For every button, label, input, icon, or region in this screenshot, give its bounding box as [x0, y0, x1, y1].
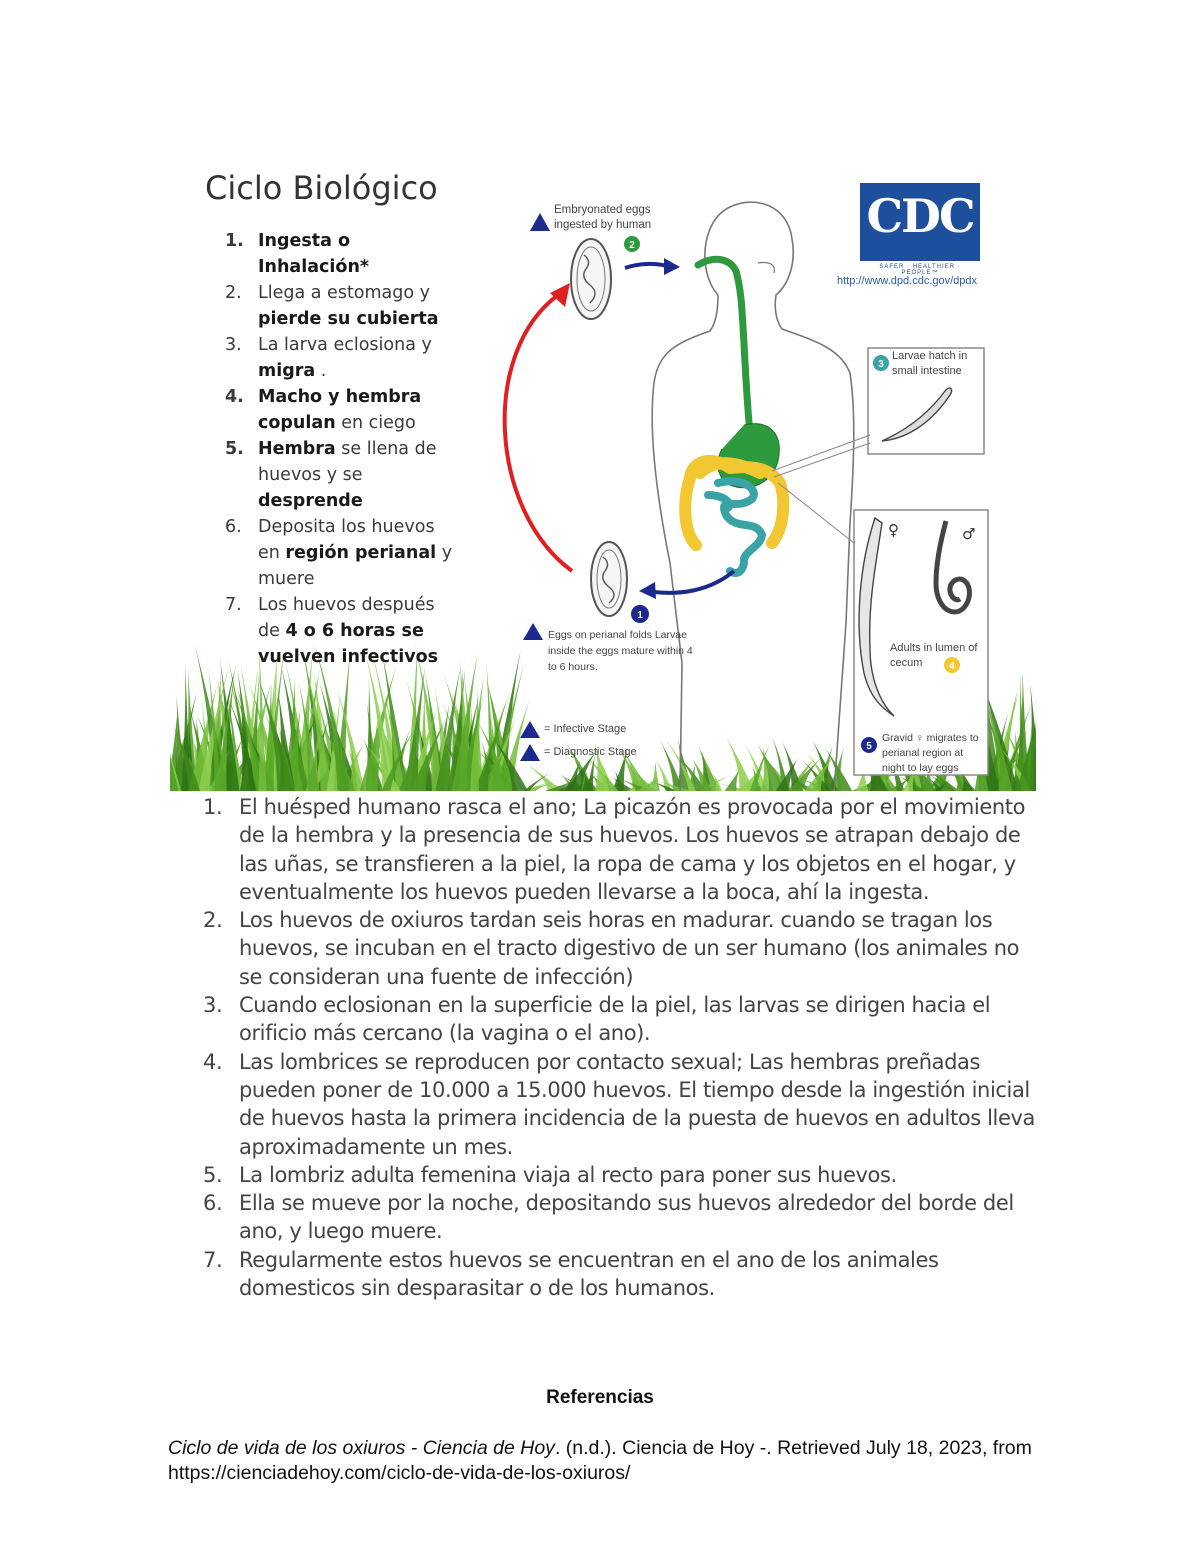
- note-text: Cuando eclosionan en la superficie de la…: [239, 993, 990, 1045]
- note-text: La lombriz adulta femenina viaja al rect…: [239, 1163, 897, 1187]
- cycle-arrow: [505, 295, 572, 571]
- note-number: 3.: [203, 991, 222, 1019]
- note-text: El huésped humano rasca el ano; La picaz…: [239, 795, 1025, 904]
- note-item: 5. La lombriz adulta femenina viaja al re…: [200, 1161, 1040, 1189]
- deposit-arrow: [654, 571, 734, 593]
- male-symbol: ♂: [962, 525, 975, 543]
- legend-infective-label: = Infective Stage: [544, 722, 684, 737]
- stage-5-marker: 5: [861, 737, 877, 753]
- reference-title: Ciclo de vida de los oxiuros - Ciencia d…: [168, 1437, 555, 1459]
- larvae-hatch-label: Larvae hatch in small intestine: [892, 349, 984, 379]
- svg-text:3: 3: [878, 359, 884, 370]
- female-symbol: ♀: [888, 521, 899, 539]
- eggs-perianal-label: Eggs on perianal folds Larvae inside the…: [548, 627, 698, 675]
- perianal-egg-icon: [591, 542, 627, 616]
- note-text: Las lombrices se reproducen por contacto…: [239, 1050, 1035, 1159]
- note-text: Ella se mueve por la noche, depositando …: [239, 1191, 1014, 1243]
- note-item: 4. Las lombrices se reproducen por contac…: [200, 1048, 1040, 1161]
- note-number: 5.: [203, 1161, 222, 1189]
- note-item: 2. Los huevos de oxiuros tardan seis hora…: [200, 906, 1040, 991]
- svg-text:2: 2: [629, 240, 635, 251]
- note-text: Los huevos de oxiuros tardan seis horas …: [239, 908, 1019, 989]
- note-number: 4.: [203, 1048, 222, 1076]
- life-cycle-figure: Ciclo Biológico 1.Ingesta o Inhalación*2…: [170, 143, 1036, 791]
- embryonated-egg-icon: [571, 239, 611, 319]
- svg-text:1: 1: [637, 610, 643, 621]
- note-number: 6.: [203, 1189, 222, 1217]
- cdc-url: http://www.dpd.cdc.gov/dpdx: [837, 275, 977, 287]
- cdc-logo: CDC SAFER · HEALTHIER · PEOPLE™: [860, 183, 980, 261]
- note-item: 6. Ella se mueve por la noche, depositand…: [200, 1189, 1040, 1246]
- adults-lumen-label: Adults in lumen of cecum: [890, 641, 980, 671]
- note-item: 3. Cuando eclosionan en la superficie de …: [200, 991, 1040, 1048]
- ingestion-arrow: [625, 264, 667, 268]
- note-item: 1. El huésped humano rasca el ano; La pic…: [200, 793, 1040, 906]
- diagnostic-triangle-icon: [523, 623, 543, 640]
- cycle-notes-list: 1. El huésped humano rasca el ano; La pic…: [200, 793, 1040, 1302]
- note-number: 7.: [203, 1246, 222, 1274]
- stage-2-marker: 2: [624, 236, 640, 252]
- esophagus: [698, 259, 750, 433]
- note-number: 2.: [203, 906, 222, 934]
- references-heading: Referencias: [0, 1387, 1200, 1409]
- stage-1-marker: 1: [631, 605, 649, 623]
- legend-infective-icon: [520, 721, 540, 738]
- legend-diagnostic-icon: [520, 744, 540, 761]
- svg-text:5: 5: [866, 741, 872, 752]
- stage-3-marker: 3: [873, 355, 889, 371]
- infective-triangle-icon: [530, 213, 550, 231]
- cdc-logo-text: CDC: [860, 189, 980, 243]
- reference-entry: Ciclo de vida de los oxiuros - Ciencia d…: [168, 1436, 1048, 1486]
- note-number: 1.: [203, 793, 222, 821]
- embryonated-eggs-label: Embryonated eggs ingested by human: [554, 203, 664, 233]
- note-text: Regularmente estos huevos se encuentran …: [239, 1248, 939, 1300]
- legend-diagnostic-label: = Diagnostic Stage: [544, 745, 684, 760]
- gravid-migrates-label: Gravid ♀ migrates to perianal region at …: [882, 731, 986, 776]
- note-item: 7. Regularmente estos huevos se encuentra…: [200, 1246, 1040, 1303]
